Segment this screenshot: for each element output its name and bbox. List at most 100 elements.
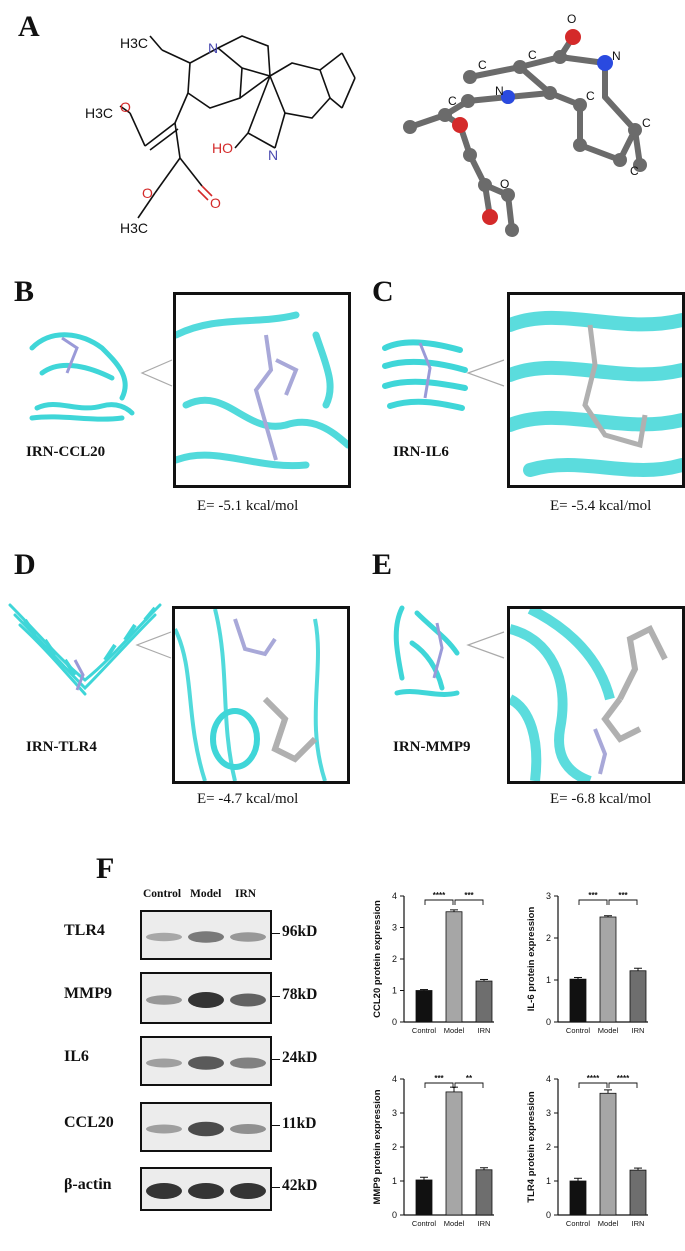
bar: [475, 980, 493, 1023]
lane-label-irn: IRN: [235, 888, 257, 900]
il6-zoom-box: [507, 292, 685, 488]
ester-o-label: O: [142, 185, 153, 201]
ccl20-protein-image: [29, 332, 135, 422]
blot-marker-tick: [270, 996, 280, 997]
blot-protein-1: MMP9: [64, 985, 112, 1002]
blot-row-2: [140, 1036, 272, 1086]
significance-label: ****: [587, 1074, 600, 1083]
y-axis-label: IL-6 protein expression: [526, 907, 537, 1012]
zoom-wedge-icon-2: [466, 359, 505, 387]
bar: [629, 1169, 647, 1216]
ball-n-ring-label: N: [495, 84, 504, 98]
structural-formula: H3C H3C H3C O O O HO N N: [85, 35, 356, 236]
significance-bracket: [424, 899, 454, 905]
x-tick-label: IRN: [632, 1026, 645, 1035]
significance-bracket: [424, 1082, 454, 1088]
y-tick-label: 0: [546, 1210, 551, 1220]
y-tick-label: 2: [392, 1142, 397, 1152]
y-tick-label: 0: [546, 1017, 551, 1027]
y-axis-label: MMP9 protein expression: [372, 1089, 383, 1204]
bar: [415, 990, 433, 1023]
significance-label: ****: [617, 1074, 630, 1083]
docking-energy-il6: E= -5.4 kcal/mol: [550, 498, 652, 514]
x-tick-label: Model: [598, 1219, 619, 1228]
x-tick-label: Control: [566, 1026, 591, 1035]
blot-band: [230, 932, 266, 942]
y-tick-label: 1: [546, 975, 551, 985]
docking-name-mmp9: IRN-MMP9: [393, 739, 471, 755]
significance-label: ***: [618, 891, 628, 900]
significance-bracket: [608, 899, 638, 905]
panel-label-e: E: [372, 548, 393, 581]
x-tick-label: IRN: [478, 1026, 491, 1035]
y-tick-label: 1: [546, 1176, 551, 1186]
panel-label-f: F: [96, 852, 115, 885]
x-tick-label: Model: [444, 1219, 465, 1228]
ball-c-label-4: C: [642, 116, 651, 130]
il6-protein-image: [382, 339, 468, 411]
x-tick-label: Control: [566, 1219, 591, 1228]
blot-protein-3: CCL20: [64, 1114, 114, 1131]
blot-protein-0: TLR4: [64, 922, 105, 939]
blot-band: [146, 932, 182, 942]
blot-band: [230, 1057, 266, 1069]
zoom-wedge-icon-4: [466, 631, 505, 659]
docking-energy-mmp9: E= -6.8 kcal/mol: [550, 791, 652, 807]
blot-band: [146, 1183, 182, 1199]
blot-row-0: [140, 910, 272, 960]
blot-marker-tick: [270, 1187, 280, 1188]
blot-row-1: [140, 972, 272, 1024]
blot-marker-tick: [270, 1059, 280, 1060]
y-tick-label: 3: [392, 923, 397, 933]
significance-label: **: [466, 1074, 473, 1083]
bar: [599, 1092, 617, 1216]
ring-n-label: N: [208, 40, 218, 56]
y-tick-label: 0: [392, 1210, 397, 1220]
y-tick-label: 2: [546, 1142, 551, 1152]
y-tick-label: 0: [392, 1017, 397, 1027]
docking-energy-tlr4: E= -4.7 kcal/mol: [197, 791, 299, 807]
x-tick-label: IRN: [478, 1219, 491, 1228]
blot-kd-2: 24kD: [282, 1049, 318, 1066]
ccl20-zoom-box: [173, 292, 351, 488]
indole-n-label: N: [268, 147, 278, 163]
blot-band: [146, 1058, 182, 1068]
y-tick-label: 2: [392, 954, 397, 964]
docking-name-ccl20: IRN-CCL20: [26, 444, 106, 460]
tlr4-protein-image: [8, 603, 162, 696]
bar: [445, 911, 463, 1023]
blot-row-4: [140, 1167, 272, 1211]
x-tick-label: Control: [412, 1026, 437, 1035]
bar: [569, 978, 587, 1023]
ball-stick-model: O N N O C C C C C C: [403, 12, 651, 237]
significance-bracket: [454, 1082, 484, 1088]
y-tick-label: 1: [392, 1176, 397, 1186]
bar: [629, 970, 647, 1023]
bar: [415, 1179, 433, 1216]
mmp9-zoom-box: [507, 606, 685, 784]
carbonyl-o-label: O: [210, 195, 221, 211]
tlr4-zoom-box: [172, 606, 350, 784]
blot-kd-1: 78kD: [282, 986, 318, 1003]
y-tick-label: 3: [546, 891, 551, 901]
bar: [599, 916, 617, 1023]
x-tick-label: IRN: [632, 1219, 645, 1228]
ball-c-label-1: C: [528, 48, 537, 62]
significance-label: ****: [433, 891, 446, 900]
blot-marker-tick: [270, 933, 280, 934]
blot-band: [188, 1183, 224, 1199]
ball-c-label-6: C: [630, 164, 639, 178]
blot-band: [146, 1124, 182, 1134]
significance-label: ***: [434, 1074, 444, 1083]
blot-kd-3: 11kD: [282, 1115, 317, 1132]
blot-band: [146, 995, 182, 1005]
x-tick-label: Model: [598, 1026, 619, 1035]
ethyl-label: H3C: [120, 35, 148, 51]
significance-label: ***: [588, 891, 598, 900]
blot-band: [230, 1183, 266, 1199]
blot-kd-0: 96kD: [282, 923, 318, 940]
bar: [445, 1091, 463, 1216]
